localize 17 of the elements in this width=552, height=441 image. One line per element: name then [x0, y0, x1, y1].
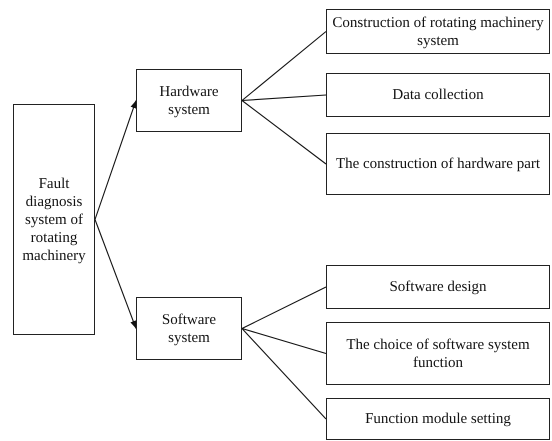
text-box: Data collection	[326, 73, 550, 117]
text-box: Function module setting	[326, 398, 550, 440]
connector-line	[242, 328, 326, 420]
text-box: Construction of rotating machinery system	[326, 9, 550, 54]
text-box: The choice of software system function	[326, 322, 550, 385]
text-box: The construction of hardware part	[326, 133, 550, 195]
text-box: Software system	[136, 297, 242, 360]
text-box: Software design	[326, 265, 550, 309]
connector-line	[242, 328, 326, 354]
arrow	[94, 100, 137, 220]
arrow	[94, 219, 137, 329]
connector-line	[242, 286, 326, 329]
connector-line	[242, 31, 326, 101]
text-box: Hardware system	[136, 69, 242, 132]
connector-line	[242, 100, 326, 164]
text-box: Fault diagnosis system of rotating machinery	[13, 104, 95, 335]
connector-line	[242, 94, 326, 102]
